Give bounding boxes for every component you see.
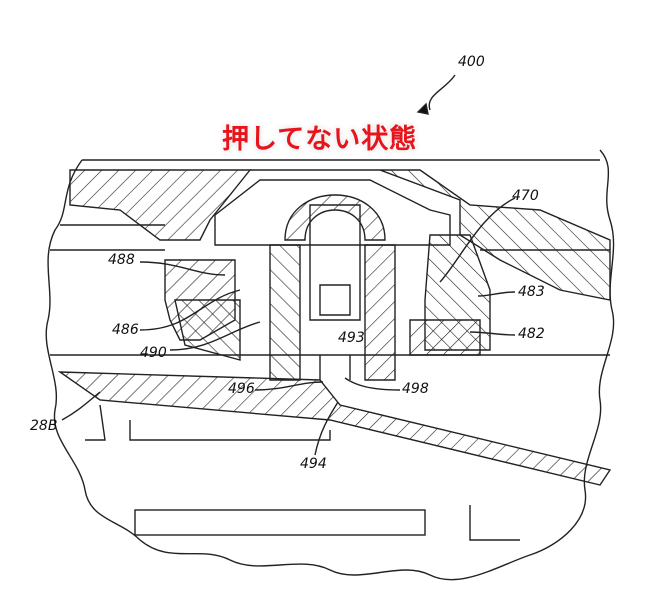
ref-28b: 28B [30, 418, 58, 434]
ref-496: 496 [228, 381, 255, 397]
ref-482: 482 [518, 326, 545, 342]
ref-490: 490 [140, 345, 167, 361]
ref-494: 494 [300, 456, 327, 472]
ref-498: 498 [402, 381, 429, 397]
ref-488: 488 [108, 252, 135, 268]
state-caption: 押してない状態 [222, 124, 418, 155]
ref-400: 400 [458, 54, 485, 70]
ref-483: 483 [518, 284, 545, 300]
ref-486: 486 [112, 322, 139, 338]
ref-470: 470 [512, 188, 539, 204]
ref-493: 493 [338, 330, 365, 346]
